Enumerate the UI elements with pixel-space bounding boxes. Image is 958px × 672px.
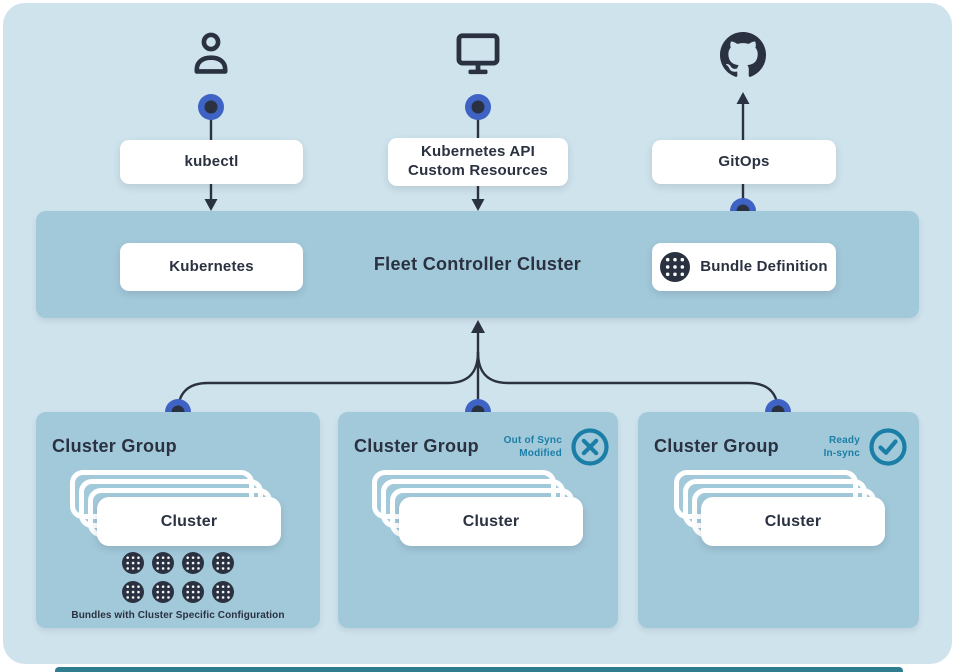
gitops-card: GitOps [652, 140, 836, 184]
cluster-stack: Cluster [674, 470, 885, 546]
bundle-icon [182, 552, 204, 574]
check-circle-icon [869, 428, 907, 466]
status-line2: In-sync [823, 448, 860, 459]
bundle-grid [122, 552, 234, 603]
status-line2: Modified [519, 448, 562, 459]
footer-strip [55, 667, 903, 672]
bundle-icon [152, 552, 174, 574]
status-line1: Ready [828, 435, 860, 446]
cluster-label: Cluster [160, 512, 218, 530]
cluster-stack: Cluster [70, 470, 281, 546]
bundle-icon [182, 581, 204, 603]
bundle-icon [212, 552, 234, 574]
monitor-icon [456, 33, 500, 75]
github-icon [720, 32, 766, 77]
kubernetes-api-card: Kubernetes API Custom Resources [388, 138, 568, 186]
gitops-label: GitOps [718, 152, 770, 170]
cluster-group-3-title: Cluster Group [654, 436, 779, 456]
cluster-group-1-title: Cluster Group [52, 436, 177, 456]
kubernetes-api-label: Kubernetes API Custom Resources [408, 143, 548, 179]
kubectl-label: kubectl [184, 152, 239, 170]
fleet-controller-title: Fleet Controller Cluster [373, 254, 582, 274]
user-icon [194, 32, 228, 74]
bundle-definition-label: Bundle Definition [700, 257, 828, 275]
bundle-icon [152, 581, 174, 603]
cluster-label: Cluster [764, 512, 822, 530]
status-line1: Out of Sync [503, 435, 562, 446]
status-ready: Ready In-sync [824, 427, 908, 467]
bundles-caption: Bundles with Cluster Specific Configurat… [71, 610, 285, 621]
cluster-group-2-title: Cluster Group [354, 436, 479, 456]
bundle-icon [122, 581, 144, 603]
bundle-definition-card: Bundle Definition [652, 243, 836, 291]
bundle-icon [660, 252, 691, 282]
cluster-label: Cluster [462, 512, 520, 530]
bundle-icon [122, 552, 144, 574]
bundle-icon [212, 581, 234, 603]
status-text: Out of Sync Modified [504, 434, 562, 460]
status-text: Ready In-sync [824, 434, 860, 460]
cluster-group-3: Cluster Group Ready In-sync Cluster [638, 412, 919, 628]
cluster-card: Cluster [97, 497, 281, 546]
cluster-card: Cluster [701, 497, 885, 546]
status-out-of-sync: Out of Sync Modified [504, 427, 610, 467]
cluster-group-1: Cluster Group Cluster Bundles with Clust… [36, 412, 320, 628]
kubernetes-label: Kubernetes [169, 257, 254, 275]
cluster-group-2: Cluster Group Out of Sync Modified Clust… [338, 412, 618, 628]
cluster-stack: Cluster [372, 470, 583, 546]
kubectl-card: kubectl [120, 140, 303, 184]
kubernetes-card: Kubernetes [120, 243, 303, 291]
x-circle-icon [571, 428, 609, 466]
cluster-card: Cluster [399, 497, 583, 546]
